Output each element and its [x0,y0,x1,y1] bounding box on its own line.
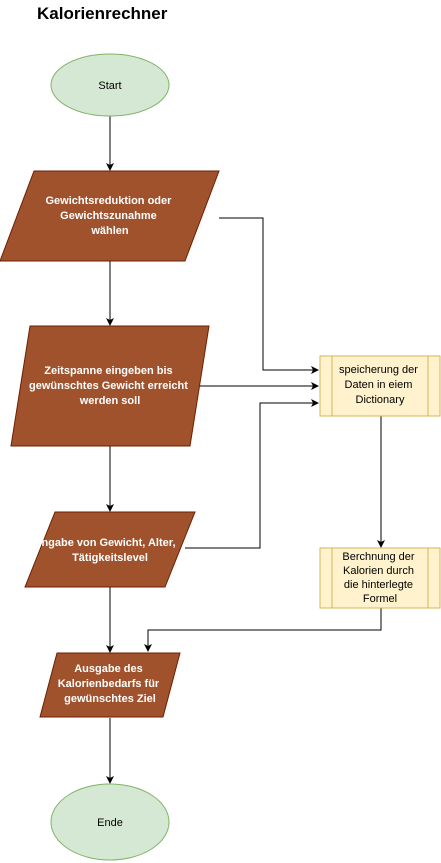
calculate-node: Berchnung der Kalorien durch die hinterl… [319,547,441,609]
enter-timespan-label: Zeitspanne eingeben bis gewünschtes Gewi… [29,365,191,407]
edge-weight-to-store [185,399,319,549]
enter-timespan-node: Zeitspanne eingeben bis gewünschtes Gewi… [10,325,210,447]
edges [106,116,385,784]
output-calories-node: Ausgabe des Kalorienbedarfs für gewünsch… [39,652,181,718]
diagram-title: Kalorienrechner [37,4,168,23]
enter-weight-node: ngabe von Gewicht, Alter, Tätigkeitsleve… [24,511,196,588]
store-dictionary-node: speicherung der Daten in eiem Dictionary [319,355,441,417]
choose-goal-node: Gewichtsreduktion oder Gewichtszunahme w… [0,170,220,262]
calculate-label: Berchnung der Kalorien durch die hinterl… [342,551,417,605]
choose-goal-label: Gewichtsreduktion oder Gewichtszunahme w… [46,195,175,237]
edge-calculate-to-output [144,608,382,652]
enter-weight-label: ngabe von Gewicht, Alter, Tätigkeitsleve… [41,537,178,564]
start-node: Start [50,53,170,117]
store-dictionary-label: speicherung der Daten in eiem Dictionary [339,364,421,406]
end-label: Ende [97,817,123,829]
end-node: Ende [50,783,170,861]
start-label: Start [98,80,121,92]
edge-choose-goal-to-store [219,217,319,374]
output-calories-label: Ausgabe des Kalorienbedarfs für gewünsch… [58,663,163,705]
